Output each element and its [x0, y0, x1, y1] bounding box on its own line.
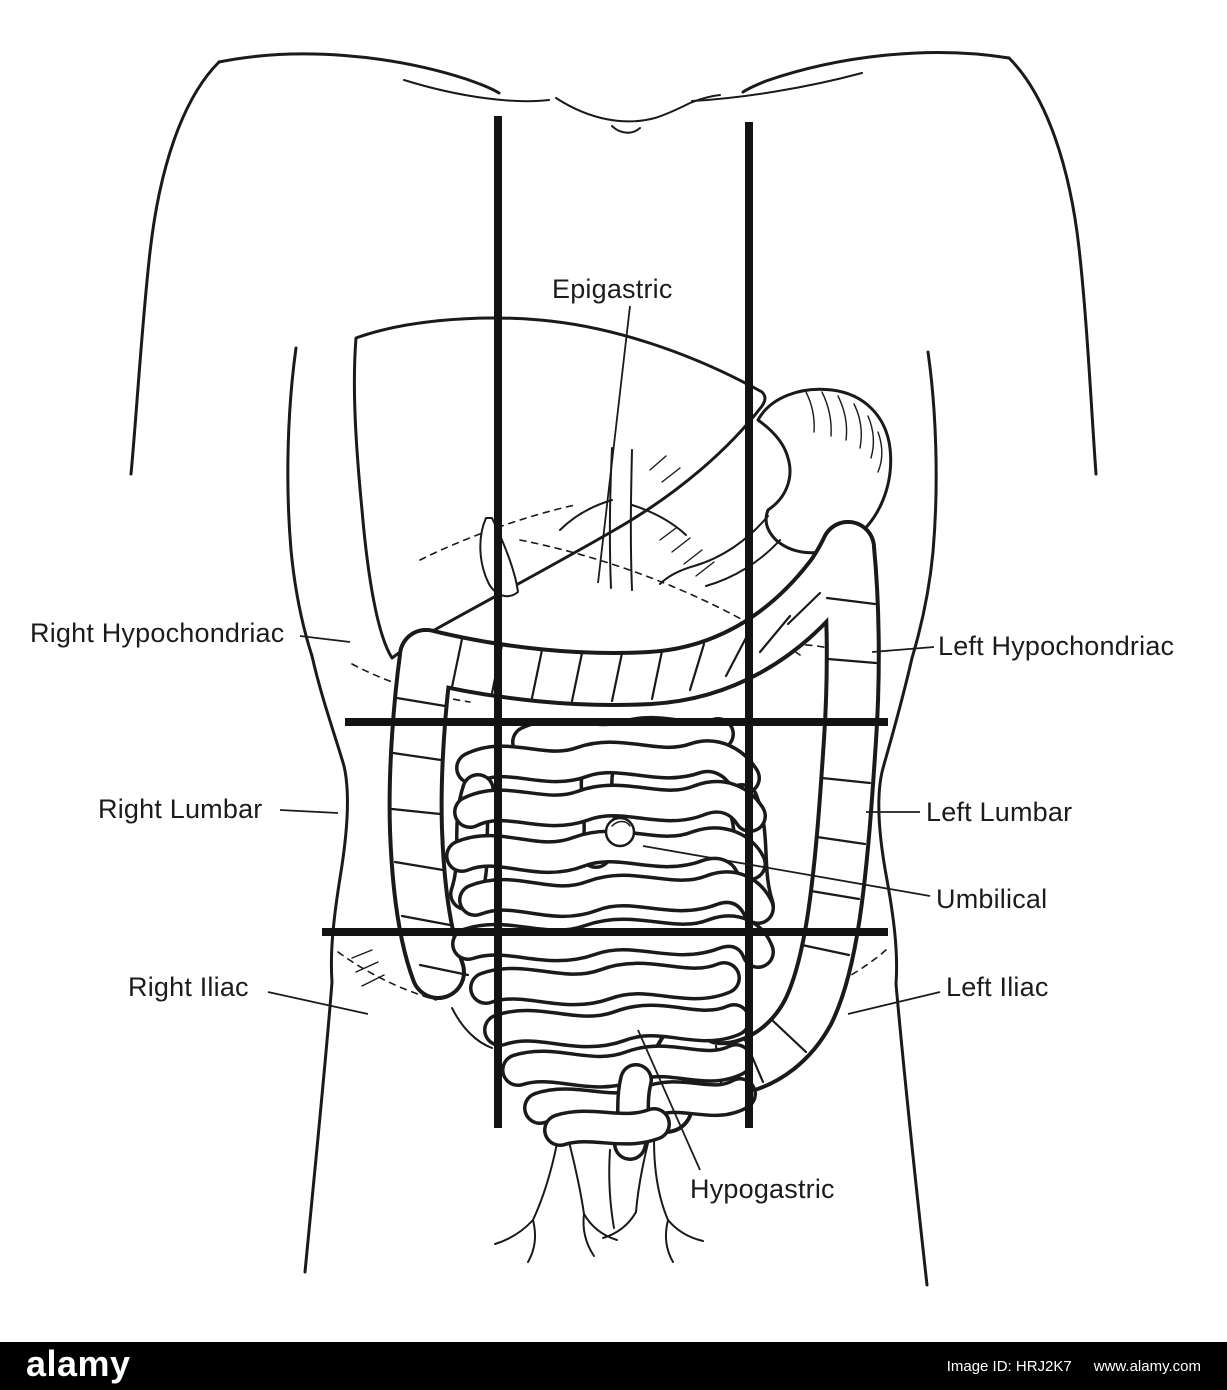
epigastric-pointer — [597, 305, 631, 584]
label-epigastric: Epigastric — [552, 274, 673, 304]
stomach — [659, 387, 893, 587]
image-id-text: Image ID: HRJ2K7 — [946, 1357, 1072, 1375]
torso-outline — [129, 51, 1098, 1287]
mesentery-hatching — [649, 455, 715, 577]
left-hypochondriac-pointer — [871, 646, 935, 653]
umbilicus — [604, 816, 636, 848]
label-umbilical: Umbilical — [936, 884, 1048, 914]
label-left-lumbar: Left Lumbar — [926, 797, 1073, 827]
label-hypogastric: Hypogastric — [690, 1174, 835, 1204]
right-iliac-pointer — [267, 991, 369, 1015]
hip-hatching — [351, 949, 385, 987]
hypogastric-pointer — [637, 1029, 701, 1171]
liver — [352, 316, 767, 660]
watermark-bar: alamy Image ID: HRJ2K7 www.alamy.com — [0, 1342, 1227, 1390]
umbilical-pointer — [642, 845, 931, 897]
region-grid-lines — [322, 116, 888, 1128]
right-hypochondriac-pointer — [299, 635, 351, 643]
abdominal-regions-drawing — [129, 51, 1098, 1287]
duodenum — [659, 515, 781, 587]
small-intestine — [462, 733, 758, 1144]
appendix — [451, 1007, 493, 1049]
label-right-hypochondriac: Right Hypochondriac — [30, 618, 285, 648]
alamy-logo: alamy — [26, 1342, 131, 1384]
stomach-hatching — [805, 391, 883, 473]
label-right-lumbar: Right Lumbar — [98, 794, 263, 824]
label-left-iliac: Left Iliac — [946, 972, 1049, 1002]
watermark-info: Image ID: HRJ2K7 www.alamy.com — [947, 1358, 1201, 1375]
watermark-url: www.alamy.com — [1093, 1357, 1201, 1375]
label-left-hypochondriac: Left Hypochondriac — [938, 631, 1175, 661]
left-iliac-pointer — [847, 991, 941, 1015]
label-right-iliac: Right Iliac — [128, 972, 249, 1002]
label-pointer-lines — [267, 305, 941, 1171]
right-lumbar-pointer — [279, 809, 339, 814]
